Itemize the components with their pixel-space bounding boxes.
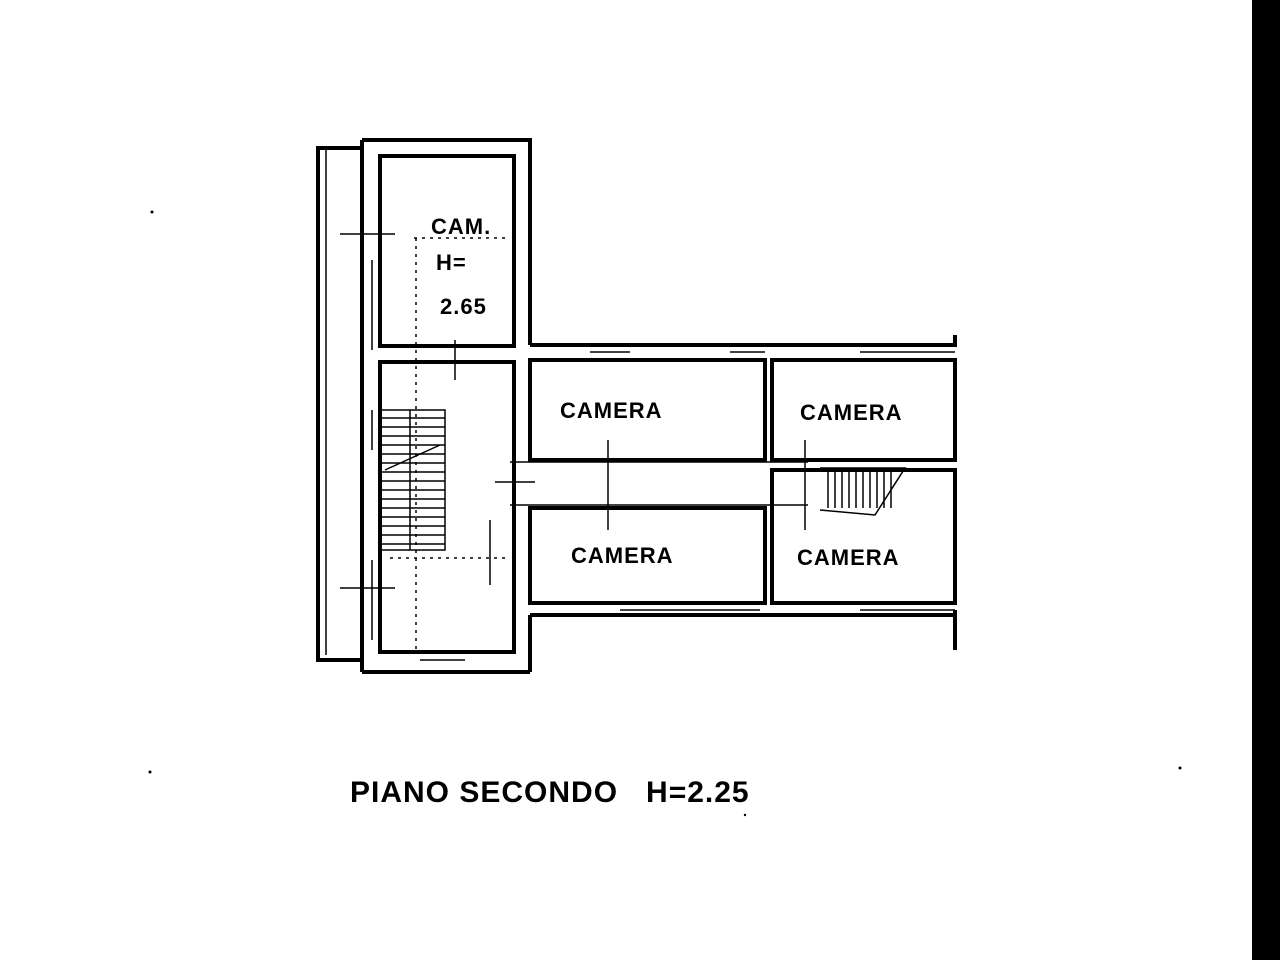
secondary-stairs [819,467,907,516]
room-camera-top-right: CAMERA [800,400,903,425]
main-stairs [379,409,446,551]
room-cam-height-value: 2.65 [440,294,487,319]
right-wing-walls [510,335,957,650]
scan-specks [148,210,1182,817]
room-camera-top-left: CAMERA [560,398,663,423]
room-camera-bottom-left: CAMERA [571,543,674,568]
room-camera-bottom-right: CAMERA [797,545,900,570]
scan-edge-bar [1252,0,1280,960]
left-strip [316,146,360,662]
room-cam-height-prefix: H= [436,250,467,275]
section-marks [340,233,806,589]
dashed-lines [390,237,510,650]
room-cam-label: CAM. [431,214,491,239]
plan-caption: PIANO SECONDO H=2.25 [350,776,750,809]
